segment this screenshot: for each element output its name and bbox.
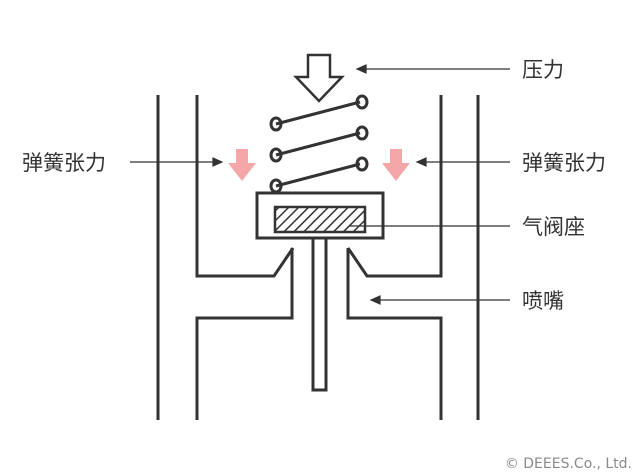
spring: [269, 94, 369, 194]
left-spring-tension-label: 弹簧张力: [22, 151, 106, 175]
right-spring-tension-label: 弹簧张力: [522, 151, 606, 175]
right-tension-leader-arrowhead-icon: [415, 157, 427, 167]
nozzle-label: 喷嘴: [522, 289, 564, 313]
spring-coil: [269, 156, 369, 194]
inner-right-wall-lower: [346, 248, 443, 420]
nozzle-leader-arrowhead-icon: [369, 295, 381, 305]
pressure-leader-arrowhead-icon: [355, 64, 367, 74]
inner-right-wall-upper: [346, 95, 443, 278]
valve-seat-label: 气阀座: [522, 215, 585, 239]
pressure-label: 压力: [522, 58, 564, 82]
left-tension-leader-arrowhead-icon: [212, 157, 224, 167]
valve-seat: [273, 205, 367, 234]
inner-left-wall-lower: [195, 248, 294, 420]
valve-stem: [311, 236, 328, 392]
spring-coil: [269, 94, 369, 132]
spring-coil: [269, 125, 369, 163]
leader-lines: [130, 64, 510, 305]
inner-left-wall-upper: [195, 95, 295, 278]
copyright-text: © DEEES.Co., Ltd.: [504, 456, 632, 472]
right-spring-tension-arrow-icon: [382, 149, 410, 181]
pressure-arrow-icon: [293, 53, 345, 103]
housing: [156, 95, 480, 420]
left-spring-tension-arrow-icon: [228, 149, 256, 181]
